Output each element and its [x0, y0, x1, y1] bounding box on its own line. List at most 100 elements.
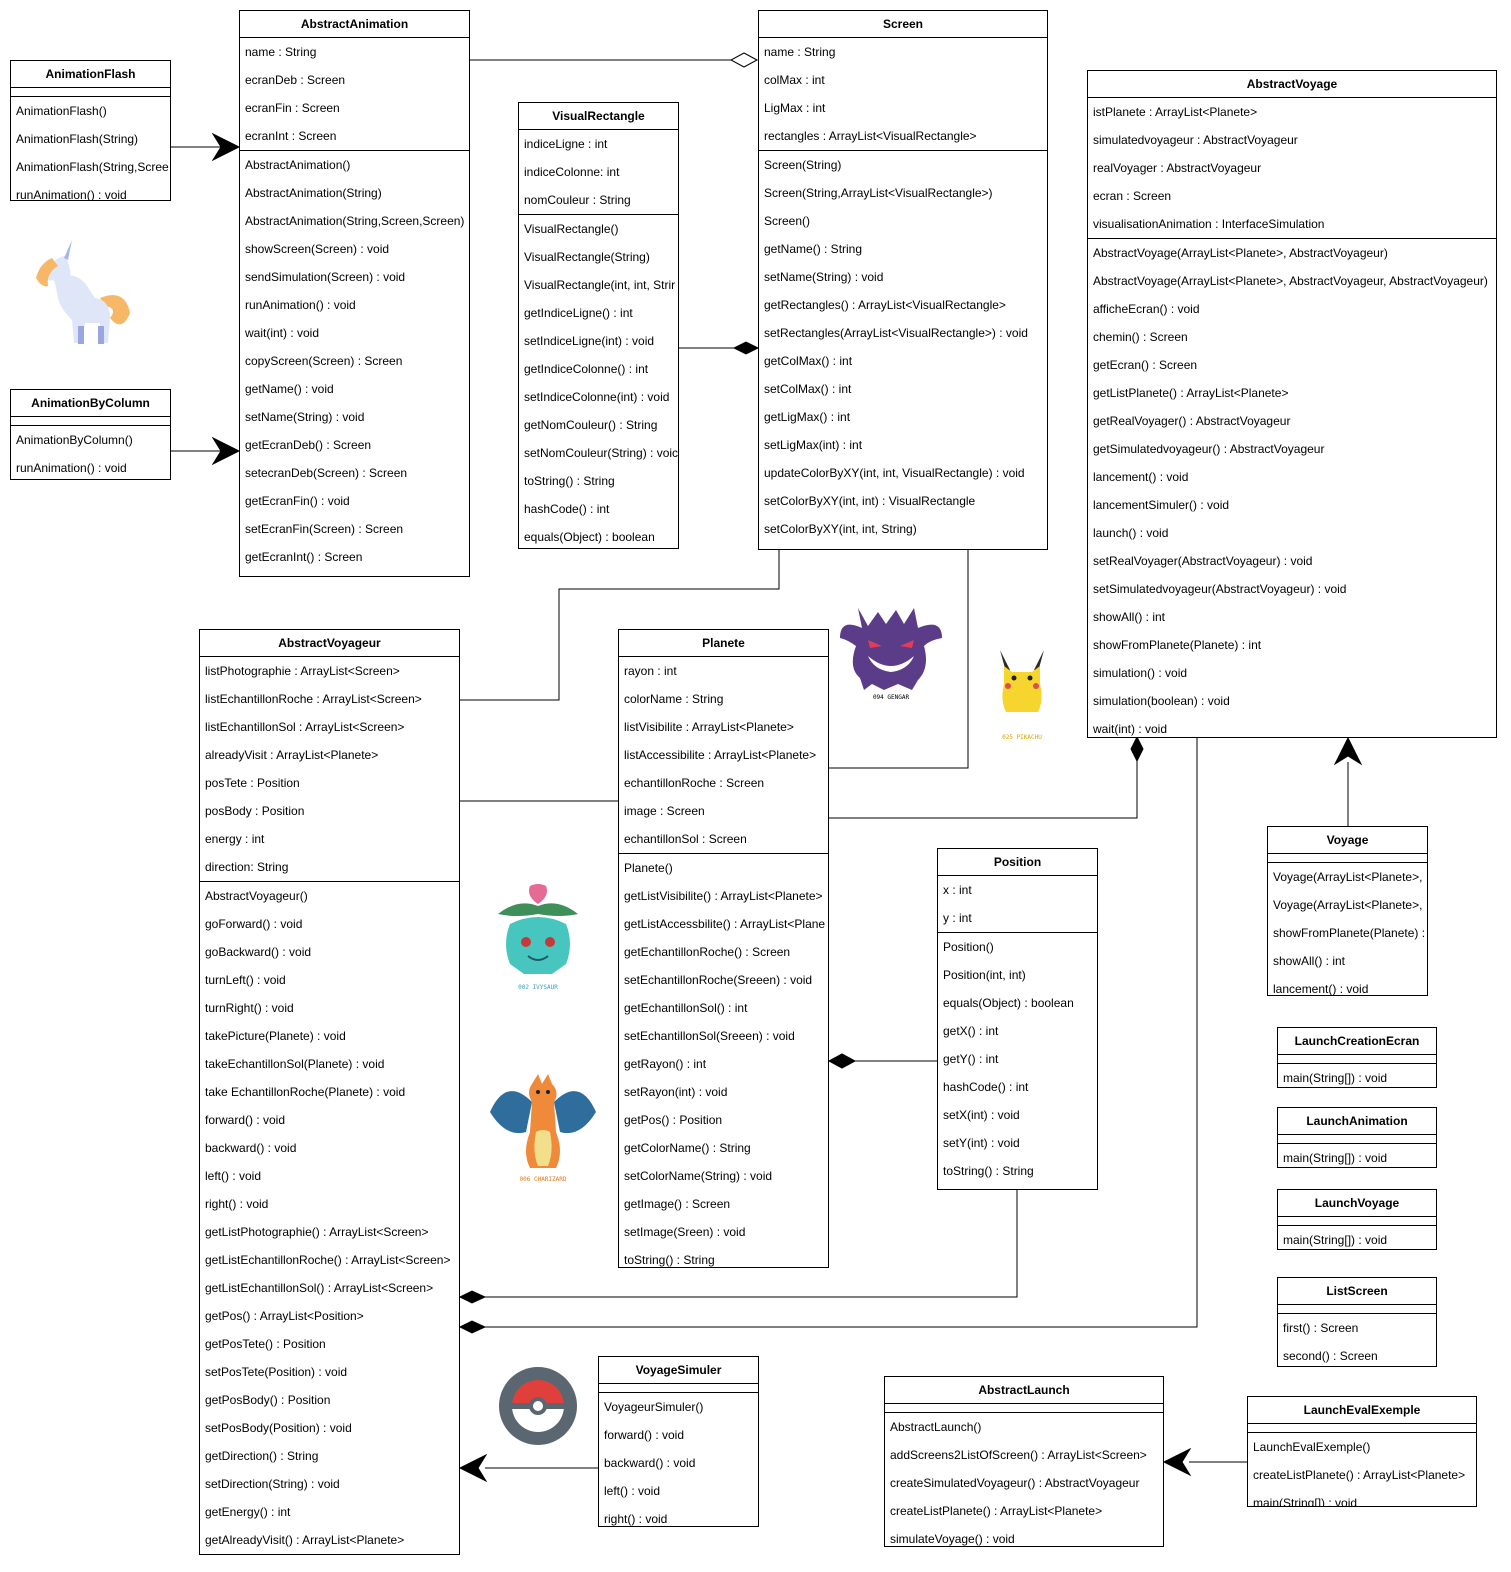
- class-method: setDirection(String) : void: [205, 1477, 340, 1491]
- class-attribute: colMax : int: [764, 73, 825, 87]
- class-method: equals(Object) : boolean: [943, 996, 1074, 1010]
- class-method: main(String[]) : void: [1283, 1151, 1388, 1165]
- class-method: getListEchantillonRoche() : ArrayList<Sc…: [205, 1253, 451, 1267]
- pokeball-illustration: [498, 1366, 578, 1446]
- class-name: VoyageSimuler: [599, 1357, 758, 1384]
- class-method: setImage(Sreen) : void: [624, 1225, 746, 1239]
- class-method: setColorByXY(int, int) : VisualRectangle: [764, 494, 976, 508]
- class-attribute: posTete : Position: [205, 776, 300, 790]
- class-method: getSimulatedvoyageur() : AbstractVoyageu…: [1093, 442, 1325, 456]
- arrowhead-voyage: [1333, 736, 1363, 766]
- diamond-abstractvoyage: [1130, 735, 1144, 763]
- attribute-section-empty: [1278, 1055, 1436, 1064]
- class-method: backward() : void: [205, 1141, 297, 1155]
- class-method: toString() : String: [943, 1164, 1034, 1178]
- class-method: getColorName() : String: [624, 1141, 751, 1155]
- class-method: afficheEcran() : void: [1093, 302, 1200, 316]
- class-method: getNomCouleur() : String: [524, 418, 658, 432]
- class-method: setColMax() : int: [764, 382, 852, 396]
- class-method: setRayon(int) : void: [624, 1085, 728, 1099]
- class-method: Planete(): [624, 861, 673, 875]
- class-method: getRectangles() : ArrayList<VisualRectan…: [764, 298, 1006, 312]
- class-attribute: listEchantillonRoche : ArrayList<Screen>: [205, 692, 422, 706]
- attribute-section-empty: [1248, 1424, 1476, 1433]
- attribute-section-empty: [599, 1384, 758, 1393]
- class-method: sendSimulation(Screen) : void: [245, 270, 406, 284]
- diamond-abstractanimation-screen: [729, 52, 759, 68]
- class-method: hashCode() : int: [524, 502, 610, 516]
- class-attribute: name : String: [764, 45, 836, 59]
- class-method: setPosTete(Position) : void: [205, 1365, 348, 1379]
- class-method: Voyage(ArrayList<Planete>,: [1273, 870, 1423, 884]
- method-section: main(String[]) : void: [1278, 1064, 1436, 1087]
- method-section: Position()Position(int, int)equals(Objec…: [938, 933, 1097, 1185]
- class-method: turnRight() : void: [205, 1001, 294, 1015]
- method-section: Planete()getListVisibilite() : ArrayList…: [619, 854, 828, 1267]
- class-method: setSimulatedvoyageur(AbstractVoyageur) :…: [1093, 582, 1347, 596]
- class-attribute: nomCouleur : String: [524, 193, 631, 207]
- method-section: VisualRectangle()VisualRectangle(String)…: [519, 215, 678, 548]
- class-attribute: rayon : int: [624, 664, 677, 678]
- class-name: AnimationByColumn: [11, 390, 170, 417]
- class-method: setName(String) : void: [764, 270, 884, 284]
- arrowhead-launchevalexemple: [1162, 1447, 1192, 1477]
- class-method: chemin() : Screen: [1093, 330, 1188, 344]
- method-section: AnimationFlash()AnimationFlash(String)An…: [11, 97, 170, 201]
- class-method: setEchantillonSol(Sreeen) : void: [624, 1029, 795, 1043]
- class-method: turnLeft() : void: [205, 973, 286, 987]
- connector-planete-abstractvoyage: [829, 760, 1138, 819]
- class-attribute: posBody : Position: [205, 804, 305, 818]
- class-method: setEchantillonRoche(Sreeen) : void: [624, 973, 813, 987]
- class-method: getPosBody() : Position: [205, 1393, 331, 1407]
- class-method: VoyageurSimuler(): [604, 1400, 704, 1414]
- class-method: AbstractVoyage(ArrayList<Planete>, Abstr…: [1093, 274, 1488, 288]
- class-method: getImage() : Screen: [624, 1197, 731, 1211]
- class-attribute: echantillonRoche : Screen: [624, 776, 765, 790]
- class-method: VisualRectangle(String): [524, 250, 650, 264]
- class-name: Voyage: [1268, 827, 1427, 854]
- method-section: main(String[]) : void: [1278, 1144, 1436, 1167]
- class-method: wait(int) : void: [245, 326, 320, 340]
- class-attribute: colorName : String: [624, 692, 724, 706]
- class-name: AbstractVoyage: [1088, 71, 1496, 98]
- connector-screen-planete: [829, 549, 969, 769]
- diamond-visualrectangle-screen: [732, 341, 760, 355]
- class-method: getEcranFin() : void: [245, 494, 350, 508]
- class-method: forward() : void: [604, 1428, 685, 1442]
- class-method: getEcran() : Screen: [1093, 358, 1198, 372]
- class-method: hashCode() : int: [943, 1080, 1029, 1094]
- class-method: runAnimation() : void: [16, 188, 127, 201]
- class-method: createListPlanete() : ArrayList<Planete>: [890, 1504, 1103, 1518]
- class-method: getPosTete() : Position: [205, 1337, 326, 1351]
- class-name: LaunchVoyage: [1278, 1190, 1436, 1217]
- attribute-section-empty: [1278, 1135, 1436, 1144]
- attribute-section: istPlanete : ArrayList<Planete>simulated…: [1088, 98, 1496, 239]
- attribute-section: listPhotographie : ArrayList<Screen>list…: [200, 657, 459, 882]
- class-method: AnimationByColumn(): [16, 433, 133, 447]
- class-attribute: simulatedvoyageur : AbstractVoyageur: [1093, 133, 1298, 147]
- class-method: VisualRectangle(int, int, Strir: [524, 278, 676, 292]
- attribute-section-empty: [885, 1404, 1163, 1413]
- class-method: right() : void: [205, 1197, 269, 1211]
- class-method: takeEchantillonSol(Planete) : void: [205, 1057, 385, 1071]
- class-method: getRealVoyager() : AbstractVoyageur: [1093, 414, 1291, 428]
